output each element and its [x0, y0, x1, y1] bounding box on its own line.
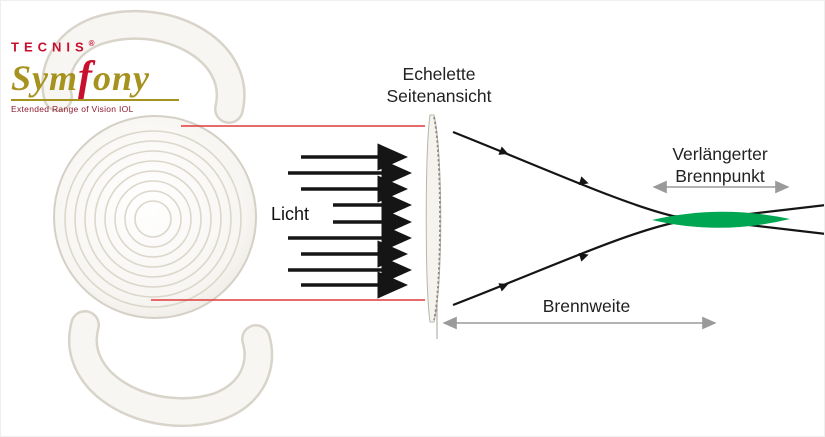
- echelette-label-line2: Seitenansicht: [386, 86, 492, 107]
- logo-product-name: Symfony: [11, 56, 201, 98]
- extended-focus-label: Verlängerter Brennpunkt: [635, 143, 805, 188]
- extended-focus-label-line1: Verlängerter: [672, 144, 768, 164]
- iol-lens-illustration: [41, 9, 274, 427]
- logo-tagline: Extended Range of Vision IOL: [11, 104, 134, 115]
- haptic-bottom-fill: [70, 312, 271, 425]
- light-label: Licht: [271, 204, 310, 224]
- ray-arrowhead: [578, 176, 589, 186]
- ray-arrowhead: [578, 252, 589, 262]
- ray-arrowhead: [498, 146, 509, 155]
- logo-product-post: ony: [93, 58, 151, 99]
- haptic-top-fill: [43, 12, 244, 122]
- logo-brand-name: TECNIS®: [11, 39, 201, 54]
- measure-arrows: [442, 180, 790, 330]
- light-arrows: [288, 143, 413, 299]
- tecnis-symfony-logo: TECNIS® Symfony Extended Range of Vision…: [11, 39, 201, 114]
- logo-rule: [11, 99, 179, 102]
- ray-arrowhead: [498, 283, 509, 292]
- extended-focus-zone: [652, 211, 790, 228]
- logo-product-f: f: [78, 54, 94, 101]
- echelette-shape: [425, 114, 442, 323]
- logo-product-pre: Sym: [11, 58, 79, 99]
- logo-brand-text: TECNIS: [11, 39, 89, 55]
- extended-focus-label-line2: Brennpunkt: [675, 166, 765, 187]
- echelette-profile: [425, 114, 442, 339]
- echelette-label: Echelette Seitenansicht: [359, 63, 519, 108]
- ray-top: [452, 130, 824, 235]
- focal-length-label: Brennweite: [542, 296, 631, 316]
- lens-profile-connectors: [151, 125, 425, 301]
- echelette-label-line1: Echelette: [402, 64, 476, 84]
- ray-bottom: [452, 204, 824, 307]
- refracted-rays: [452, 130, 824, 307]
- lens-diffractive-rings: [64, 130, 242, 308]
- registered-mark: ®: [88, 39, 95, 48]
- ray-arrowheads: [498, 146, 589, 292]
